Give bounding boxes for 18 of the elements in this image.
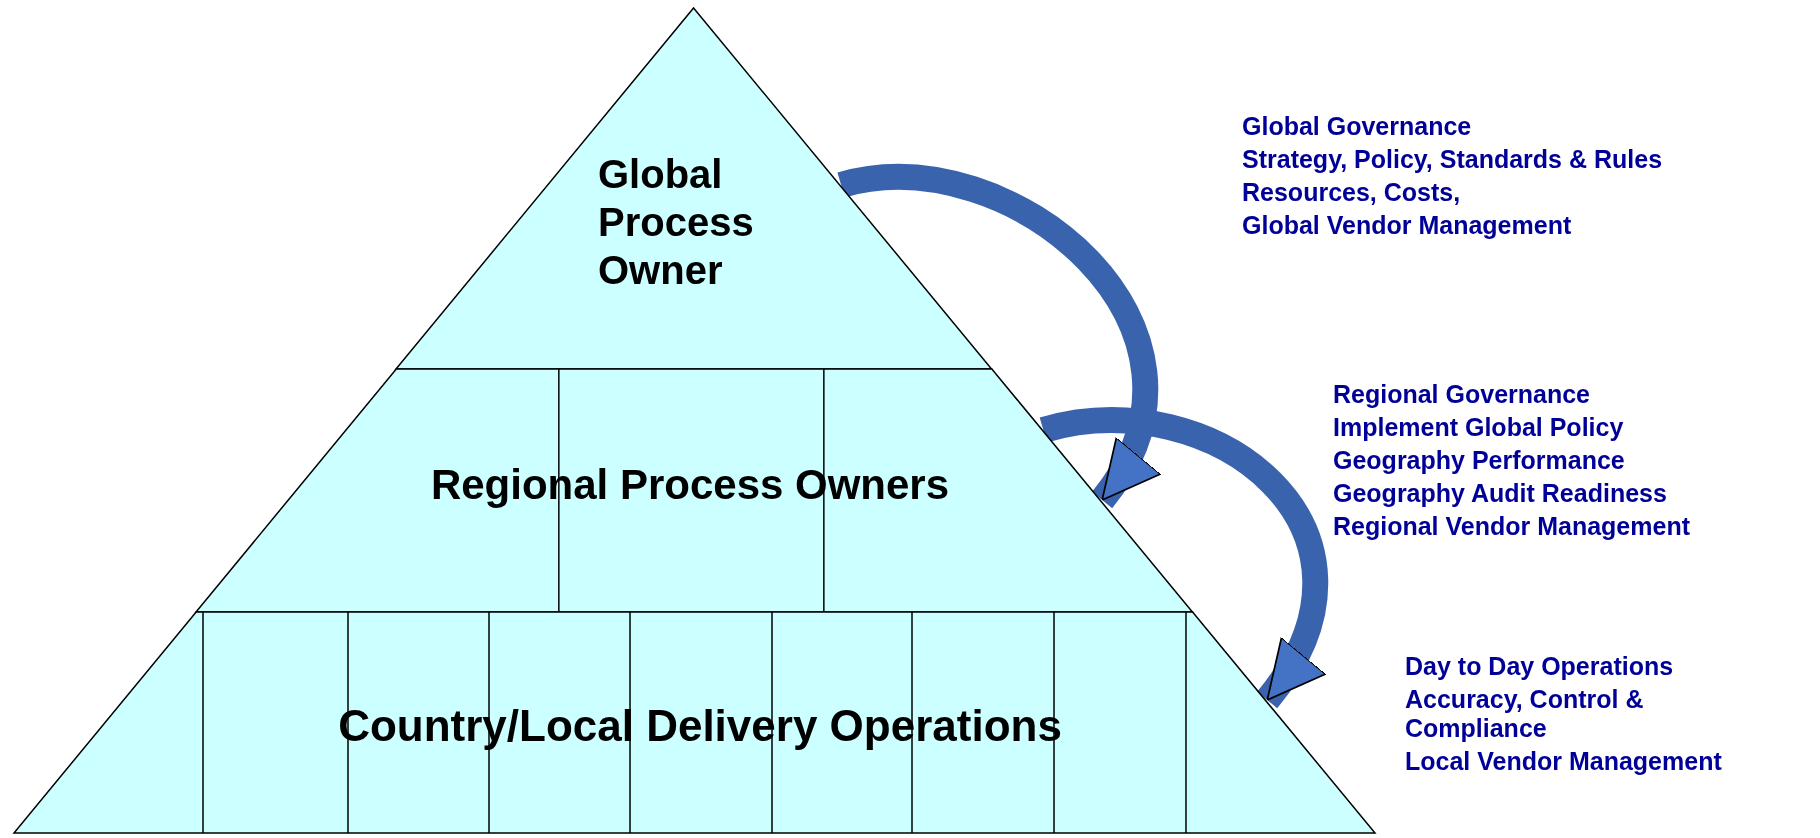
responsibility-text: Accuracy, Control & Compliance <box>1405 685 1645 743</box>
section-heading: Regional Governance <box>1333 380 1591 409</box>
pyramid-tier <box>14 612 1375 833</box>
responsibility-text: Strategy, Policy, Standards & Rules <box>1242 145 1663 174</box>
responsibility-text: Local Vendor Management <box>1405 747 1722 776</box>
pyramid-tier <box>196 369 1193 612</box>
responsibility-text: Geography Audit Readiness <box>1333 479 1667 508</box>
responsibility-text: Resources, Costs, <box>1242 178 1461 207</box>
curved-arrow <box>838 164 1158 508</box>
section-heading: Global Governance <box>1242 112 1472 141</box>
responsibility-text: Regional Vendor Management <box>1333 512 1690 541</box>
responsibility-text: Implement Global Policy <box>1333 413 1624 442</box>
section-heading: Day to Day Operations <box>1405 652 1674 681</box>
curved-arrow <box>1040 407 1329 708</box>
tier-label: Global Process Owner <box>598 151 755 294</box>
responsibility-text: Global Vendor Management <box>1242 211 1572 240</box>
responsibility-text: Geography Performance <box>1333 446 1625 475</box>
pyramid-top-tier <box>396 8 992 369</box>
